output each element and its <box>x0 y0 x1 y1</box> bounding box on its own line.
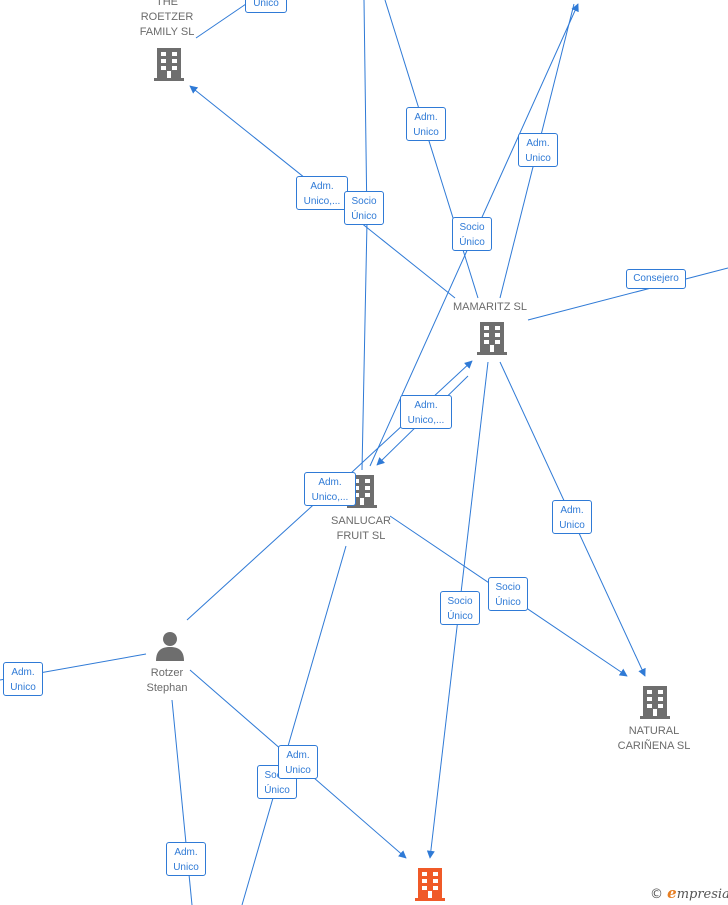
relation-badge[interactable]: Socio Único <box>344 191 384 225</box>
relation-badge[interactable]: Adm. Unico <box>3 662 43 696</box>
edge <box>241 545 347 905</box>
edge <box>363 0 368 223</box>
relation-badge[interactable]: Adm. Unico <box>552 500 592 534</box>
node-label-mamaritz: MAMARITZ SL <box>453 301 527 313</box>
relation-badge[interactable]: Consejero <box>626 269 686 289</box>
relation-badge[interactable]: Socio Único <box>452 217 492 251</box>
building-icon-highlighted[interactable] <box>415 867 445 901</box>
person-icon[interactable] <box>155 631 185 661</box>
brand-logo: © empresia <box>650 884 728 902</box>
node-label-roetzer-family: THE ROETZER FAMILY SL <box>139 0 195 38</box>
relation-badge[interactable]: Unico <box>245 0 287 13</box>
relation-badge[interactable]: Socio Único <box>440 591 480 625</box>
relation-badge[interactable]: Adm. Unico <box>278 745 318 779</box>
relation-badge[interactable]: Adm. Unico,... <box>296 176 348 210</box>
brand-logo-e: e <box>667 884 677 902</box>
node-label-sanlucar: SANLUCAR FRUIT SL <box>331 515 391 542</box>
building-icon[interactable] <box>640 685 670 719</box>
relation-badge[interactable]: Adm. Unico,... <box>304 472 356 506</box>
relation-badge[interactable]: Adm. Unico <box>166 842 206 876</box>
building-icon[interactable] <box>154 47 184 81</box>
edge <box>195 3 247 39</box>
edge <box>186 496 323 621</box>
edge <box>361 221 368 471</box>
building-icon[interactable] <box>477 321 507 355</box>
relation-badge[interactable]: Adm. Unico <box>406 107 446 141</box>
relation-badge[interactable]: Adm. Unico <box>518 133 558 167</box>
edge <box>527 267 728 321</box>
node-label-natural-carinena: NATURAL CARIÑENA SL <box>617 725 691 752</box>
node-label-rotzer-stephan: Rotzer Stephan <box>146 667 188 694</box>
relation-badge[interactable]: Socio Único <box>488 577 528 611</box>
brand-logo-text: mpresia <box>676 887 728 902</box>
copyright-icon: © <box>650 887 663 902</box>
relation-badge[interactable]: Adm. Unico,... <box>400 395 452 429</box>
